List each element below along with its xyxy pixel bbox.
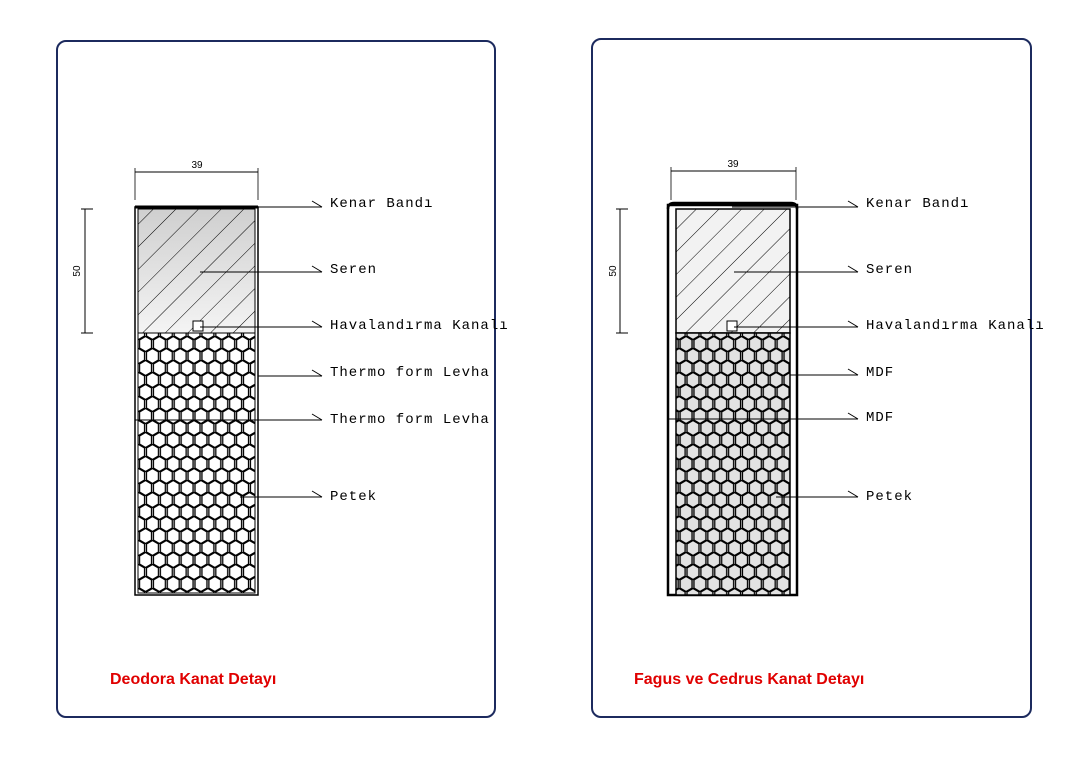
label-kenar-bandi: Kenar Bandı <box>866 196 969 212</box>
edge-band <box>666 201 799 210</box>
ventilation-channel <box>192 320 204 332</box>
label-kenar-bandi: Kenar Bandı <box>330 196 433 212</box>
section-drawing-deodora: 39 50 Kenar Bandı Seren Havalandırma Kan… <box>72 160 509 688</box>
label-havalandirma-kanali: Havalandırma Kanalı <box>866 318 1045 334</box>
label-seren: Seren <box>330 262 377 278</box>
label-petek: Petek <box>866 489 913 505</box>
section-drawing-fagus-cedrus: 39 50 Kenar Bandı Seren Havalandırma Kan… <box>608 159 1045 688</box>
leader-lines <box>135 200 323 498</box>
panel-deodora <box>56 40 496 718</box>
ventilation-channel <box>726 320 738 332</box>
label-thermoform-levha-1: Thermo form Levha <box>330 365 490 381</box>
label-thermoform-levha-2: Thermo form Levha <box>330 412 490 428</box>
height-dimension: 50 <box>72 265 83 277</box>
height-dimension: 50 <box>608 265 619 277</box>
label-havalandirma-kanali: Havalandırma Kanalı <box>330 318 509 334</box>
label-mdf-2: MDF <box>866 410 894 426</box>
width-dimension: 39 <box>191 160 203 171</box>
honeycomb-core <box>137 332 256 594</box>
leader-lines <box>668 200 859 498</box>
caption-deodora: Deodora Kanat Detayı <box>110 671 276 688</box>
width-dimension: 39 <box>727 159 739 170</box>
panel-fagus-cedrus <box>591 38 1032 718</box>
label-mdf-1: MDF <box>866 365 894 381</box>
caption-fagus-cedrus: Fagus ve Cedrus Kanat Detayı <box>634 671 864 688</box>
label-petek: Petek <box>330 489 377 505</box>
label-seren: Seren <box>866 262 913 278</box>
